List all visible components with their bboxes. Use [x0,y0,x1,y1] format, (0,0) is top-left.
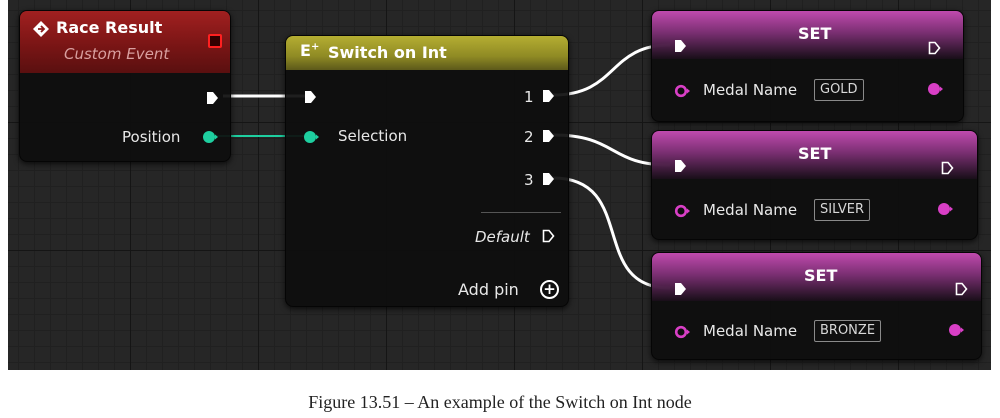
case-1-label: 1 [524,88,534,106]
set-node-gold-title: SET [798,24,832,43]
switch-icon: E+ [300,41,320,60]
set-silver-value-in-pin[interactable] [674,203,690,219]
set-silver-value-out-pin[interactable] [937,201,953,217]
set-bronze-value-in-pin[interactable] [674,324,690,340]
switch-node-title: Switch on Int [328,43,447,62]
figure-caption: Figure 13.51 – An example of the Switch … [308,392,692,412]
event-diamond-icon [32,20,50,38]
set-gold-var-label: Medal Name [703,81,798,99]
set-gold-exec-out-pin[interactable] [928,41,941,55]
selection-data-pin[interactable] [303,129,319,145]
set-node-bronze-title: SET [804,266,838,285]
switch-on-int-node[interactable]: E+ Switch on Int Selection 1 2 3 Default… [285,35,569,307]
set-gold-value-in-pin[interactable] [674,83,690,99]
set-silver-var-label: Medal Name [703,201,798,219]
set-node-bronze[interactable]: SET Medal Name BRONZE [651,252,982,360]
blueprint-graph-canvas[interactable]: Race Result Custom Event Position E+ Swi… [8,0,991,370]
exec-wire-case-3[interactable] [552,176,671,290]
silver-value-input[interactable]: SILVER [814,199,871,221]
add-pin-plus-icon[interactable]: + [540,280,559,299]
switch-exec-in-pin[interactable] [304,90,317,104]
set-node-silver-title: SET [798,144,832,163]
case-2-exec-out-pin[interactable] [542,129,555,143]
set-gold-exec-in-pin[interactable] [674,39,687,53]
set-node-silver-header [652,131,977,179]
case-3-exec-out-pin[interactable] [542,172,555,186]
set-node-gold[interactable]: SET Medal Name GOLD [651,10,964,122]
set-node-gold-header [652,11,963,59]
default-exec-out-pin[interactable] [542,229,555,243]
set-bronze-exec-in-pin[interactable] [674,282,687,296]
set-gold-value-out-pin[interactable] [927,81,943,97]
set-bronze-var-label: Medal Name [703,322,798,340]
event-node-subtitle: Custom Event [64,45,170,63]
stop-icon[interactable] [208,34,222,48]
bronze-value-input[interactable]: BRONZE [814,320,882,342]
set-node-bronze-header [652,253,981,301]
switch-node-header [286,36,568,70]
set-bronze-value-out-pin[interactable] [948,322,964,338]
set-silver-exec-out-pin[interactable] [941,161,954,175]
position-data-pin[interactable] [202,129,218,145]
default-pin-label: Default [475,228,530,246]
selection-pin-label: Selection [338,127,408,145]
event-exec-out-pin[interactable] [206,91,219,105]
position-pin-label: Position [122,128,181,146]
gold-value-input[interactable]: GOLD [814,79,864,101]
case-2-label: 2 [524,128,534,146]
set-node-silver[interactable]: SET Medal Name SILVER [651,130,978,240]
exec-wire-case-1[interactable] [552,43,671,97]
set-bronze-exec-out-pin[interactable] [955,282,968,296]
add-pin-label[interactable]: Add pin [458,280,519,299]
event-node-title: Race Result [56,18,163,37]
event-node-header [20,11,230,73]
case-1-exec-out-pin[interactable] [542,89,555,103]
default-separator [481,212,561,213]
custom-event-node[interactable]: Race Result Custom Event Position [19,10,231,162]
set-silver-exec-in-pin[interactable] [674,159,687,173]
case-3-label: 3 [524,171,534,189]
